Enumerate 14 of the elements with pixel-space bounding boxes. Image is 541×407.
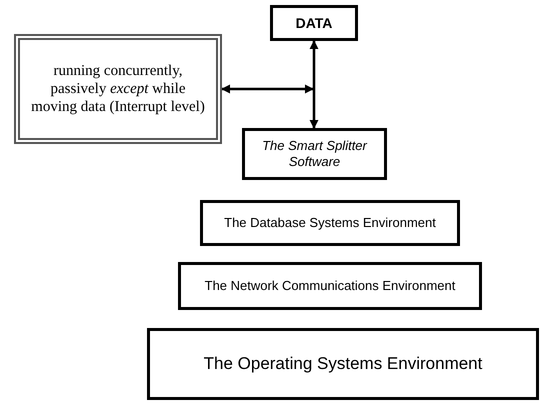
arrow [221,84,314,94]
layer-box [178,262,482,310]
box-label: running concurrently, passively except while moving data (Interrupt level) [30,62,206,116]
box-label: The Smart Splitter Software [261,138,368,170]
note-box [14,34,222,144]
box-label: The Database Systems Environment [224,215,436,231]
arrow [310,40,318,129]
layer-box [147,328,539,400]
layer-box [242,128,387,180]
layer-box [200,200,460,246]
box-label: The Network Communications Environment [204,278,456,294]
box-label: The Operating Systems Environment [204,354,482,374]
box-label: DATA [296,14,332,32]
layer-box [270,5,358,41]
